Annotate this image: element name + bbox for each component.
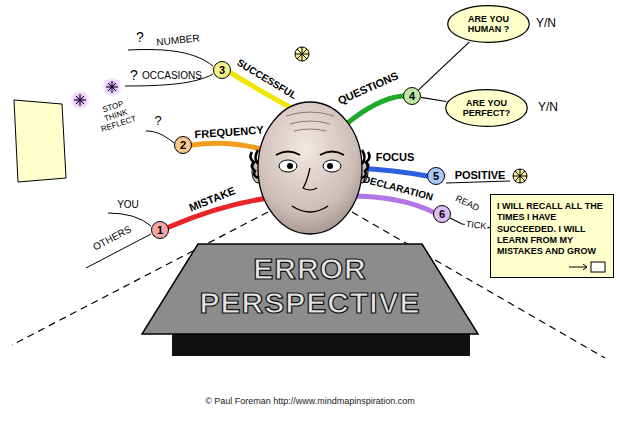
callout-number: 1	[157, 224, 163, 236]
branch-label: POSITIVE	[455, 169, 506, 181]
head	[279, 160, 297, 172]
bubble-outline	[446, 90, 528, 127]
numbered-circle: 3	[213, 61, 231, 79]
branch-label: ?	[130, 68, 138, 83]
title: ERROR PERSPECTIVE	[150, 252, 470, 320]
caption: © Paul Foreman http://www.mindmapinspira…	[0, 396, 620, 406]
callout-number: 6	[439, 208, 445, 220]
wheel-symbol	[513, 169, 527, 183]
sub-branches	[108, 213, 151, 226]
head	[276, 152, 344, 156]
wheel-symbol	[295, 47, 309, 61]
branch-label: FREQUENCY	[194, 124, 264, 141]
head	[286, 112, 334, 131]
note-text: I WILL RECALL ALL THE TIMES I HAVE SUCCE…	[497, 201, 607, 257]
head	[250, 102, 369, 234]
numbered-circle: 4	[403, 87, 421, 105]
head	[327, 163, 333, 169]
branch-label: Y/N	[536, 17, 556, 30]
head	[250, 150, 259, 178]
numbered-circle: 6	[433, 205, 451, 223]
wheel-symbol	[513, 169, 527, 183]
blank-paper	[14, 100, 66, 182]
wheel-symbol	[295, 47, 309, 61]
sub-branches	[128, 50, 213, 66]
tick-box	[567, 261, 607, 273]
callout-number: 2	[180, 139, 186, 151]
branch-label: ?	[136, 30, 144, 45]
sparkle-star	[74, 94, 86, 106]
bubble-text: ARE YOU PERFECT?	[458, 98, 516, 119]
tick-box	[569, 264, 587, 270]
branch-label: ?	[154, 114, 161, 128]
branch-label: OCCASIONS	[142, 70, 202, 81]
branch-label: FOCUS	[376, 151, 415, 163]
sub-branches	[446, 181, 510, 183]
bubble-outline	[448, 6, 530, 43]
numbered-circle: 5	[427, 167, 445, 185]
branch-label: Y/N	[538, 101, 558, 114]
connector	[419, 42, 470, 90]
head	[258, 102, 362, 234]
head	[292, 206, 328, 212]
callout-number: 4	[409, 90, 415, 102]
head	[303, 168, 317, 190]
branch-label: QUESTIONS	[336, 69, 400, 106]
sub-branches	[146, 131, 174, 143]
branch-label: STOP THINK REFLECT	[93, 97, 139, 134]
floor-slab	[172, 334, 470, 356]
floor-slab	[142, 244, 478, 356]
numbered-circle: 1	[151, 221, 169, 239]
branch-label: READ	[454, 194, 481, 214]
floor-slab	[142, 244, 478, 334]
sub-branches	[86, 50, 510, 268]
speech-bubble: ARE YOU PERFECT?	[444, 88, 529, 128]
note-card: I WILL RECALL ALL THE TIMES I HAVE SUCCE…	[490, 194, 614, 278]
sparkle-star	[106, 81, 118, 93]
tick-box	[591, 262, 605, 272]
head	[287, 163, 293, 169]
connector-label: TICK	[464, 219, 488, 232]
branches	[192, 143, 265, 150]
sparkle-star	[102, 77, 122, 97]
callout-number: 3	[219, 64, 225, 76]
sparkle-star	[70, 90, 90, 110]
bubble-text: ARE YOU HUMAN ?	[460, 14, 518, 35]
head	[323, 160, 341, 172]
connector	[421, 97, 446, 101]
speech-bubble: ARE YOU HUMAN ?	[446, 4, 531, 44]
numbered-circle: 2	[174, 136, 192, 154]
branch-label: NUMBER	[156, 32, 200, 47]
branch-label: OTHERS	[91, 223, 133, 252]
callout-number: 5	[433, 170, 439, 182]
branch-label: YOU	[117, 199, 139, 210]
blank-paper	[14, 100, 66, 182]
